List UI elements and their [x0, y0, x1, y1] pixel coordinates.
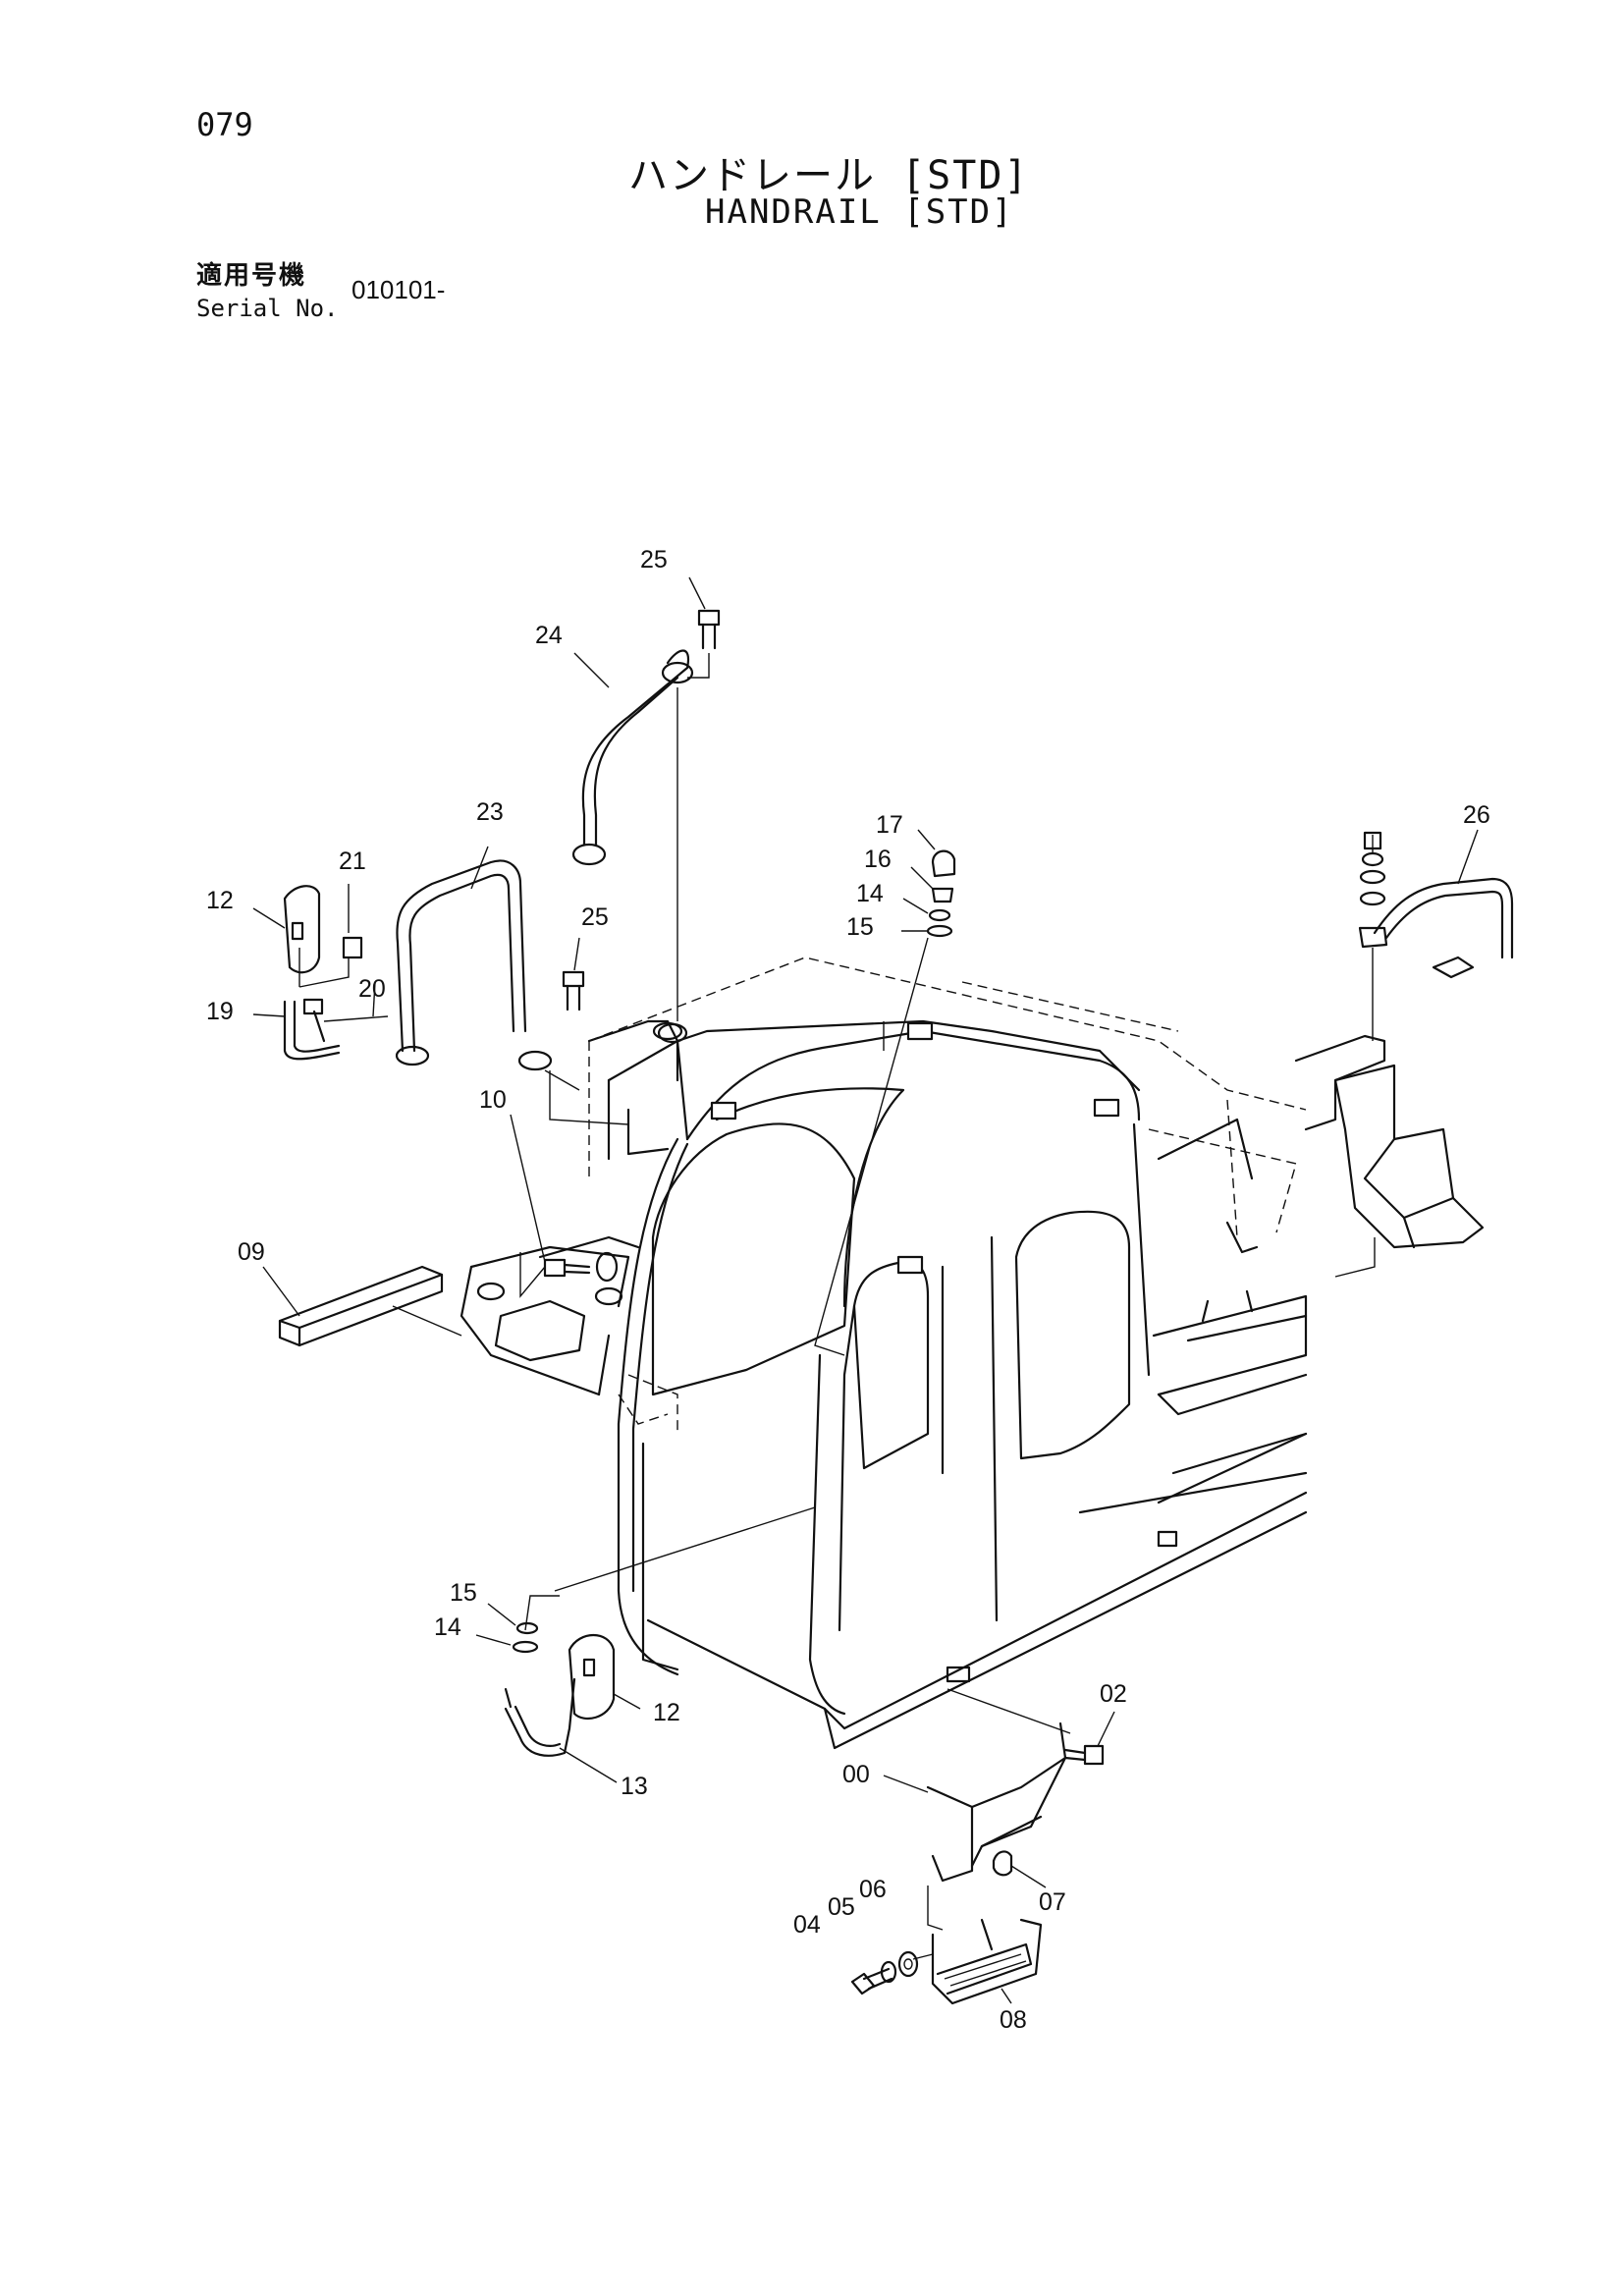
- bolt-10: [519, 1251, 619, 1298]
- upper-frame: [588, 957, 1308, 1475]
- callout-12: 12: [653, 1699, 680, 1726]
- serial-label-english: Serial No.: [196, 295, 339, 322]
- step-09: [278, 1265, 462, 1347]
- title-japanese: ハンドレール [STD]: [628, 153, 1030, 198]
- callout-14: 14: [856, 880, 884, 907]
- callout-15: 15: [450, 1579, 477, 1607]
- callout-04: 04: [793, 1911, 821, 1939]
- callout-06: 06: [859, 1876, 887, 1903]
- callout-20: 20: [358, 975, 386, 1003]
- callout-labels: 25 24 23 21 12 25 20 19 10 09 17 16 14 1…: [206, 546, 1490, 2034]
- handrail-23: [395, 859, 629, 1125]
- step-bracket-assembly: [850, 1688, 1105, 2005]
- callout-19: 19: [206, 998, 234, 1025]
- callout-07: 07: [1039, 1888, 1066, 1916]
- serial-label-japanese: 適用号機: [196, 261, 307, 291]
- callout-09: 09: [238, 1238, 265, 1266]
- callout-14: 14: [434, 1613, 461, 1641]
- callout-08: 08: [1000, 2006, 1027, 2034]
- callout-13: 13: [621, 1773, 648, 1800]
- mirror-hardware-top: [814, 849, 956, 1356]
- callout-17: 17: [876, 811, 903, 839]
- callout-23: 23: [476, 798, 504, 826]
- page-number: 079: [196, 106, 253, 143]
- callout-25: 25: [581, 903, 609, 931]
- callout-25: 25: [640, 546, 668, 574]
- mirror-assembly-left: [283, 885, 389, 1061]
- callout-16: 16: [864, 846, 892, 873]
- callout-15: 15: [846, 913, 874, 941]
- leader-lines: [252, 576, 1479, 2004]
- title-english: HANDRAIL [STD]: [705, 192, 1014, 232]
- callout-10: 10: [479, 1086, 507, 1114]
- callout-21: 21: [339, 847, 366, 875]
- handrail-26: [1294, 831, 1514, 1278]
- mirror-assembly-lower: [504, 1506, 816, 1757]
- handrail-24: [571, 609, 721, 1021]
- callout-12: 12: [206, 887, 234, 914]
- operator-cab: [607, 1019, 1308, 1750]
- callout-24: 24: [535, 622, 563, 649]
- callout-26: 26: [1463, 801, 1490, 829]
- callout-00: 00: [842, 1761, 870, 1788]
- callout-05: 05: [828, 1893, 855, 1921]
- serial-number-value: 010101-: [352, 275, 446, 304]
- callout-02: 02: [1100, 1680, 1127, 1708]
